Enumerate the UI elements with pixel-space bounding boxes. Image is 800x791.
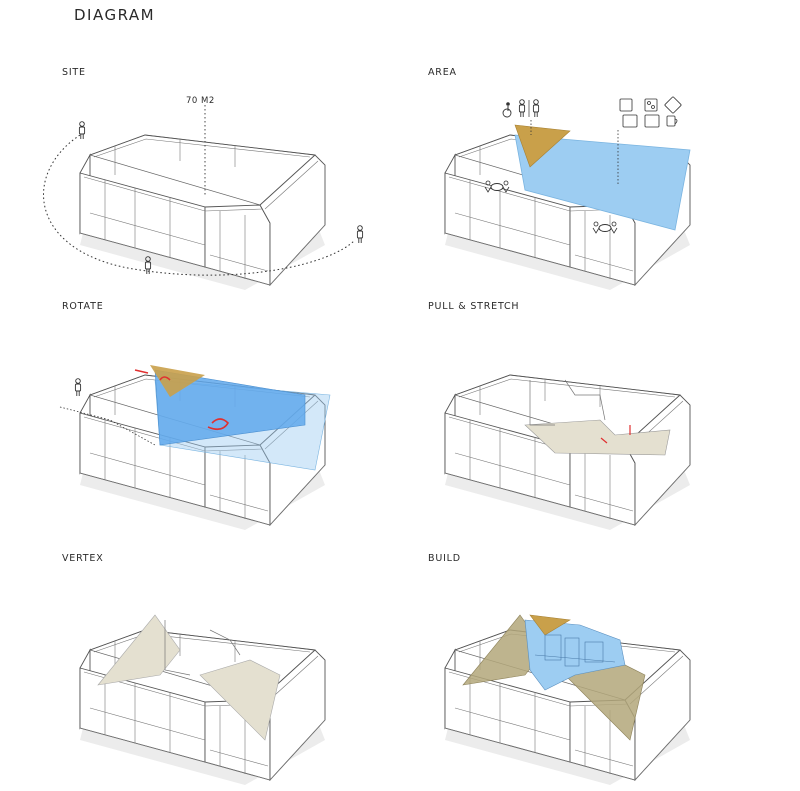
restroom-icon (518, 99, 540, 118)
area-zone-ochre (514, 124, 571, 168)
diagram-rotate (59, 365, 331, 531)
kitchen-appliance-icon (619, 96, 682, 128)
build-volume-blue (524, 619, 626, 691)
diagram-build (444, 614, 691, 786)
panel-label-vertex: VERTEX (62, 553, 104, 564)
panel-label-area: AREA (428, 67, 457, 78)
area-zone-rotated (154, 369, 306, 446)
person-icon (78, 121, 86, 140)
pull-arrow-icon (600, 425, 631, 444)
rotate-arrow-icon (134, 369, 230, 431)
vertex-plane (199, 659, 281, 741)
panel-label-build: BUILD (428, 553, 461, 564)
diagram-site (43, 105, 364, 291)
page-title: DIAGRAM (74, 6, 156, 24)
diagram-pull-stretch (444, 374, 691, 531)
panel-label-pull-stretch: PULL & STRETCH (428, 301, 520, 312)
diagram-area (444, 96, 691, 291)
area-annotation: 70 M2 (186, 96, 215, 106)
person-icon (356, 225, 364, 244)
area-zone-ochre (150, 365, 205, 397)
wheelchair-icon (502, 102, 512, 118)
diagram-vertex (79, 614, 326, 786)
panel-label-rotate: ROTATE (62, 301, 104, 312)
panel-label-site: SITE (62, 67, 86, 78)
circulation-path (43, 134, 356, 276)
vertex-plane (97, 614, 181, 686)
area-zone-blue (514, 134, 691, 231)
stretched-surface (524, 419, 671, 456)
build-volume-ochre (529, 614, 571, 636)
mug-icon (666, 115, 678, 127)
person-icon (74, 378, 82, 397)
